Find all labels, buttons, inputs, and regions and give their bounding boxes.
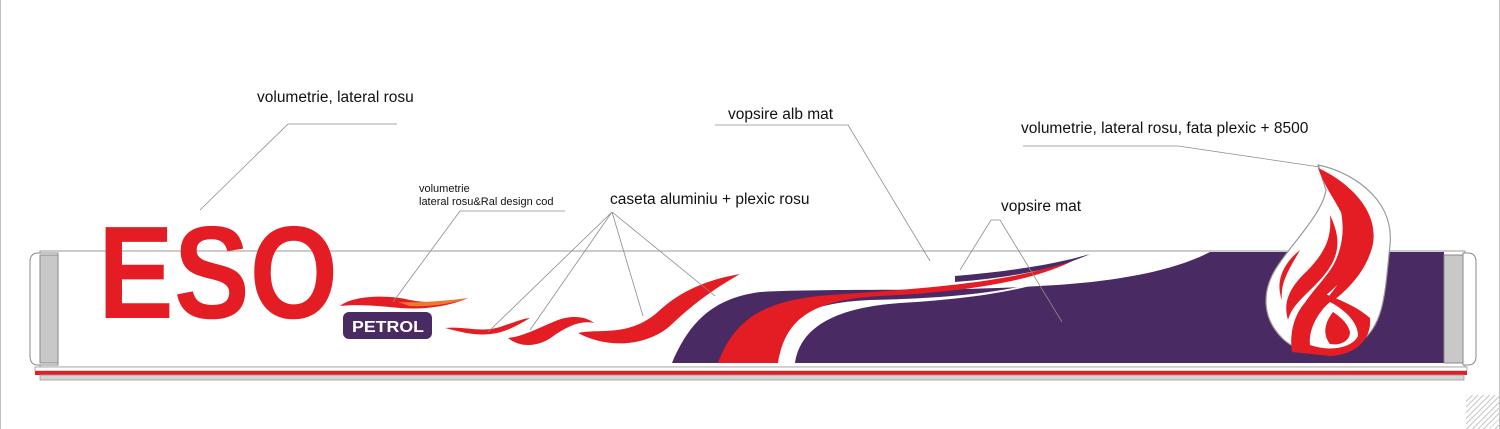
purple-field bbox=[672, 252, 1444, 363]
left-end-panel bbox=[39, 254, 59, 364]
label-caseta: caseta aluminiu + plexic rosu bbox=[610, 191, 810, 208]
label-flame-note: volumetrie, lateral rosu, fata plexic + … bbox=[1021, 120, 1309, 137]
frame-left-edge bbox=[0, 0, 1, 429]
flame-tongue-4 bbox=[1279, 250, 1300, 300]
red-wave-1 bbox=[445, 318, 530, 335]
base-white-strip bbox=[34, 366, 1468, 372]
base-gray-strip bbox=[39, 374, 1465, 381]
petrol-badge bbox=[343, 312, 432, 339]
flame-tongue-2 bbox=[1295, 192, 1361, 325]
purple-ribbon-top bbox=[955, 254, 1090, 282]
label-volumetrie-small-2: lateral rosu&Ral design cod bbox=[419, 196, 554, 208]
petrol-swoosh-orange bbox=[398, 298, 468, 307]
base-red-strip bbox=[35, 371, 1467, 375]
flame-core bbox=[1325, 312, 1350, 345]
brand-sub: PETROL bbox=[352, 319, 424, 336]
right-end-cap bbox=[1462, 252, 1477, 366]
flame-tongue-3 bbox=[1286, 215, 1338, 320]
flame-emblem bbox=[1265, 164, 1391, 356]
right-end-panel bbox=[1443, 254, 1464, 364]
label-volumetrie-lateral: volumetrie, lateral rosu bbox=[257, 89, 414, 106]
red-wave-2 bbox=[508, 316, 594, 346]
brand-name: ESO bbox=[98, 199, 338, 346]
leader-caseta bbox=[487, 211, 716, 333]
white-sweep bbox=[770, 259, 1092, 363]
label-vopsire-alb: vopsire alb mat bbox=[728, 106, 834, 123]
label-vopsire-mat: vopsire mat bbox=[1001, 198, 1082, 215]
leader-small-volumetrie bbox=[392, 210, 565, 303]
leader-vopsire-mat bbox=[959, 219, 1063, 323]
label-volumetrie-small-1: volumetrie bbox=[419, 183, 470, 195]
leader-volumetrie bbox=[199, 123, 397, 211]
red-wave-3 bbox=[578, 274, 740, 344]
flame-tongue-1 bbox=[1310, 168, 1374, 318]
corner-hatch bbox=[1466, 395, 1500, 429]
leader-lines bbox=[199, 123, 1321, 333]
leader-flame bbox=[1023, 145, 1321, 168]
leader-vopsire-alb bbox=[715, 124, 931, 262]
red-sweep bbox=[718, 257, 1080, 363]
